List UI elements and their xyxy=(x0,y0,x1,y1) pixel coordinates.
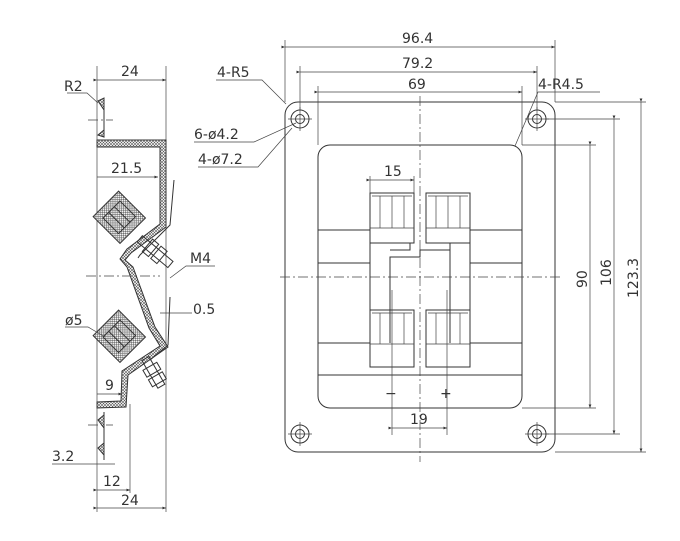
terminal-top-right xyxy=(425,192,471,244)
mounting-holes xyxy=(288,107,549,446)
dim-offset: 9 xyxy=(105,378,114,394)
terminal-bottom-left xyxy=(369,290,415,435)
dim-terminal-spacing: 19 xyxy=(410,412,428,428)
label-corner-radius: 4-R5 xyxy=(217,65,250,81)
label-diameter: ø5 xyxy=(65,313,82,329)
bolt-top xyxy=(136,235,174,269)
label-small-holes: 6-ø4.2 xyxy=(194,127,239,143)
label-r2: R2 xyxy=(64,79,83,95)
side-view: 24 21.5 R2 M4 0.5 ø5 9 3.2 12 24 xyxy=(52,64,215,512)
dim-overall-height: 123.3 xyxy=(626,258,642,298)
dim-width-top: 24 xyxy=(121,64,139,80)
dim-width-bottom: 24 xyxy=(121,493,139,509)
polarity-plus: + xyxy=(440,386,452,402)
label-m4: M4 xyxy=(190,251,211,267)
dim-hole-offset: 3.2 xyxy=(52,449,74,465)
bracket-profile xyxy=(96,139,169,409)
bolt-bottom xyxy=(141,355,167,389)
label-large-holes: 4-ø7.2 xyxy=(198,152,243,168)
dim-hole-spacing-x: 79.2 xyxy=(402,56,433,72)
dim-overall-width: 96.4 xyxy=(402,31,433,47)
dim-flange-depth: 12 xyxy=(103,474,121,490)
dim-hole-spacing-y: 106 xyxy=(599,259,615,286)
label-inner-radius: 4-R4.5 xyxy=(538,77,584,93)
dim-inner-width: 69 xyxy=(408,77,426,93)
dim-inner-width: 21.5 xyxy=(111,161,142,177)
knurled-nut-bottom xyxy=(92,309,147,364)
dim-inner-height: 90 xyxy=(575,270,591,288)
polarity-minus: − xyxy=(385,386,397,402)
terminal-bottom-right xyxy=(425,290,471,435)
label-thickness: 0.5 xyxy=(193,302,215,318)
dim-terminal-width: 15 xyxy=(384,164,402,180)
terminal-top-left xyxy=(369,192,415,244)
front-view: − + 96.4 79.2 69 15 19 90 106 123.3 4-R5… xyxy=(194,31,646,462)
knurled-nut-top xyxy=(92,190,147,245)
